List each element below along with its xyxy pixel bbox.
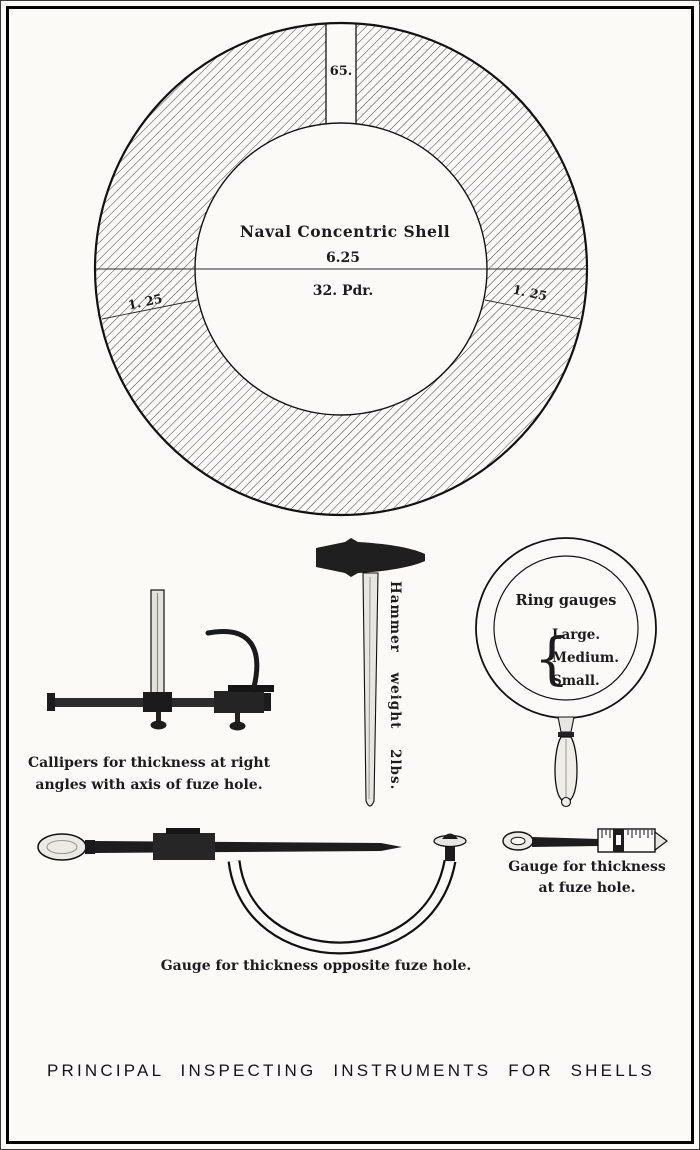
left-thickness-label: 1. 25 xyxy=(126,291,163,313)
shell-section-diagram: 65. Naval Concentric Shell 6.25 32. Pdr.… xyxy=(93,21,589,517)
ring-gauge-ferrule xyxy=(558,732,574,737)
callipers-arm-base xyxy=(228,685,274,692)
fuze-gauge-caption-line1: Gauge for thickness xyxy=(508,859,666,875)
callipers-caption-line2: angles with axis of fuze hole. xyxy=(35,777,262,793)
callipers-right-endcap xyxy=(263,693,271,711)
opposite-gauge-c-arm xyxy=(227,859,457,955)
opposite-gauge-figure: Gauge for thickness opposite fuze hole. xyxy=(37,828,472,974)
hammer-figure: Hammer weight 2lbs. xyxy=(316,538,425,807)
callipers-caption-line1: Callipers for thickness at right xyxy=(28,755,271,771)
shell-title: Naval Concentric Shell xyxy=(240,222,450,241)
callipers-figure: Callipers for thickness at right angles … xyxy=(28,589,274,793)
fuze-gauge-scale-box xyxy=(597,828,656,853)
callipers-clamp-block xyxy=(214,691,264,713)
opposite-gauge-caption: Gauge for thickness opposite fuze hole. xyxy=(161,958,472,974)
callipers-thumbscrew-left xyxy=(150,720,167,730)
left-thickness-dimension-line xyxy=(101,299,198,320)
ring-gauge-handle-tip xyxy=(560,796,572,808)
opposite-gauge-handle xyxy=(37,833,87,861)
shell-outer-edge xyxy=(93,21,589,517)
callipers-thumbscrew-right xyxy=(229,721,246,731)
hammer-handle xyxy=(362,572,379,807)
hammer-head xyxy=(316,538,425,577)
opposite-gauge-ferrule xyxy=(85,840,95,854)
callipers-slide-block xyxy=(143,692,172,712)
fuze-width-label: 65. xyxy=(330,64,353,79)
fuze-gauge-caption-line2: at fuze hole. xyxy=(539,880,636,896)
callipers-left-endcap xyxy=(47,693,55,711)
bore-diameter-label: 6.25 xyxy=(326,250,360,266)
opposite-gauge-clamp xyxy=(153,833,215,860)
fuze-gauge-figure: Gauge for thickness at fuze hole. xyxy=(502,828,668,896)
ring-gauge-size-medium: Medium. xyxy=(552,650,619,666)
opposite-gauge-shaft xyxy=(95,841,402,853)
plate-title: PRINCIPAL INSPECTING INSTRUMENTS FOR SHE… xyxy=(46,1061,656,1080)
caliber-label: 32. Pdr. xyxy=(313,283,374,299)
ring-gauge-size-small: Small. xyxy=(552,673,600,689)
opposite-gauge-foot-cap xyxy=(442,833,458,839)
right-thickness-dimension-line xyxy=(484,299,581,320)
fuze-gauge-handle-eye xyxy=(510,836,526,846)
fuze-gauge-tip xyxy=(654,830,668,852)
fuze-hole-channel xyxy=(326,22,356,130)
ring-gauge-inner xyxy=(493,555,639,701)
callipers-curved-pointer xyxy=(205,629,260,690)
ring-gauges-title: Ring gauges xyxy=(516,592,617,609)
ring-gauge-neck xyxy=(557,716,575,733)
ring-gauges-brace: { xyxy=(534,627,570,692)
ring-gauge-size-large: Large. xyxy=(552,627,600,643)
opposite-gauge-foot-stem xyxy=(445,843,455,861)
ring-gauges-figure: Ring gauges { Large. Medium. Small. xyxy=(475,537,657,808)
hammer-label: Hammer weight 2lbs. xyxy=(387,581,403,790)
fuze-gauge-shaft xyxy=(532,837,599,847)
right-thickness-label: 1. 25 xyxy=(511,282,548,304)
